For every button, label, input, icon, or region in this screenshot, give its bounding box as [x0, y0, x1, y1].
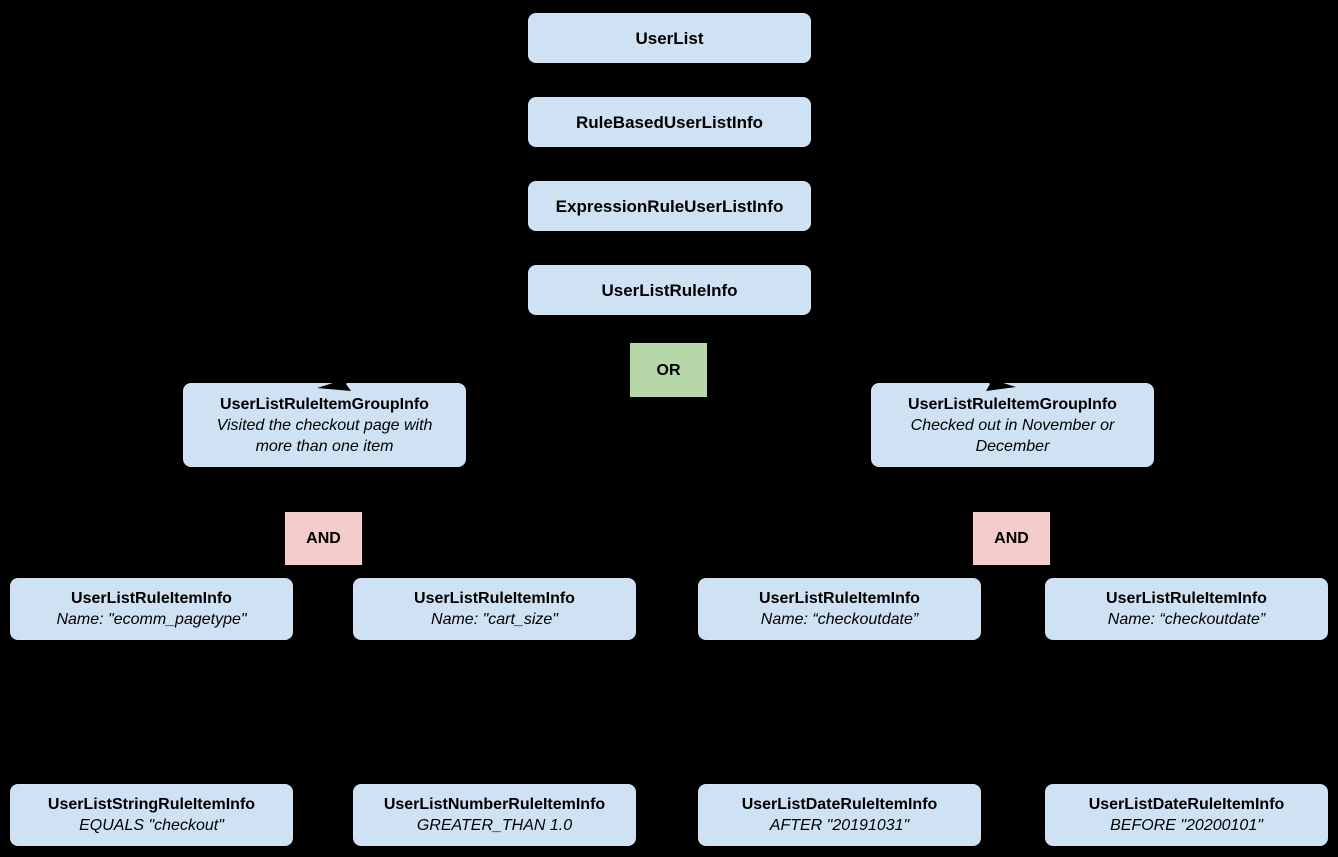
node-number-rule-item: UserListNumberRuleItemInfo GREATER_THAN … [353, 784, 636, 846]
connector-line [1010, 466, 1014, 513]
node-rule-item-ecomm-pagetype: UserListRuleItemInfo Name: "ecomm_pagety… [10, 578, 293, 640]
node-subtitle: Visited the checkout page with more than… [216, 416, 433, 455]
node-subtitle: AFTER "20191031" [769, 817, 910, 834]
node-and-operator-left: AND [285, 512, 362, 565]
node-rule-item-checkoutdate-1: UserListRuleItemInfo Name: “checkoutdate… [698, 578, 981, 640]
connector-line [1011, 564, 1187, 579]
node-title: RuleBasedUserListInfo [575, 112, 764, 132]
node-title: UserListNumberRuleItemInfo [383, 796, 606, 813]
node-title: UserListRuleItemGroupInfo [908, 395, 1117, 413]
node-title: UserListRuleItemInfo [71, 590, 232, 607]
operator-label: AND [306, 530, 341, 547]
node-rule-item-group-right: UserListRuleItemGroupInfo Checked out in… [871, 383, 1154, 467]
node-and-operator-right: AND [973, 512, 1050, 565]
node-title: UserListRuleItemGroupInfo [220, 395, 429, 413]
node-title: UserListRuleInfo [601, 280, 738, 300]
node-rule-item-group-left: UserListRuleItemGroupInfo Visited the ch… [183, 383, 466, 467]
connector-line [323, 564, 495, 579]
node-userlist: UserList [528, 13, 811, 63]
connector-line [151, 564, 324, 579]
node-rule-item-cart-size: UserListRuleItemInfo Name: "cart_size" [353, 578, 636, 640]
node-subtitle: BEFORE "20200101" [1110, 817, 1263, 834]
node-subtitle: Name: “checkoutdate” [760, 611, 919, 628]
node-expression-rule-user-list-info: ExpressionRuleUserListInfo [528, 181, 811, 231]
node-or-operator: OR [630, 343, 707, 397]
node-date-rule-item-before: UserListDateRuleItemInfo BEFORE "2020010… [1045, 784, 1328, 846]
node-title: UserListRuleItemInfo [1106, 590, 1267, 607]
node-date-rule-item-after: UserListDateRuleItemInfo AFTER "20191031… [698, 784, 981, 846]
node-title: UserListRuleItemInfo [414, 590, 575, 607]
node-string-rule-item: UserListStringRuleItemInfo EQUALS "check… [10, 784, 293, 846]
node-subtitle: GREATER_THAN 1.0 [416, 817, 573, 834]
node-subtitle: Name: "ecomm_pagetype" [56, 611, 247, 628]
node-title: UserListRuleItemInfo [759, 590, 920, 607]
operator-label: OR [656, 361, 681, 379]
node-title: UserListDateRuleItemInfo [741, 796, 938, 813]
node-user-list-rule-info: UserListRuleInfo [528, 265, 811, 315]
node-subtitle: Checked out in November or December [910, 416, 1115, 455]
node-title: UserListStringRuleItemInfo [47, 796, 256, 813]
node-rule-based-user-list-info: RuleBasedUserListInfo [528, 97, 811, 147]
node-subtitle: Name: “checkoutdate” [1107, 611, 1266, 628]
node-rule-item-checkoutdate-2: UserListRuleItemInfo Name: “checkoutdate… [1045, 578, 1328, 640]
node-title: ExpressionRuleUserListInfo [555, 196, 784, 216]
connector-line [322, 466, 326, 513]
node-subtitle: Name: "cart_size" [431, 611, 558, 628]
node-title: UserListDateRuleItemInfo [1088, 796, 1285, 813]
connector-line [667, 314, 671, 344]
connector-line [839, 564, 1012, 579]
node-subtitle: EQUALS "checkout" [79, 817, 224, 834]
node-title: UserList [635, 28, 704, 48]
operator-label: AND [994, 530, 1029, 547]
